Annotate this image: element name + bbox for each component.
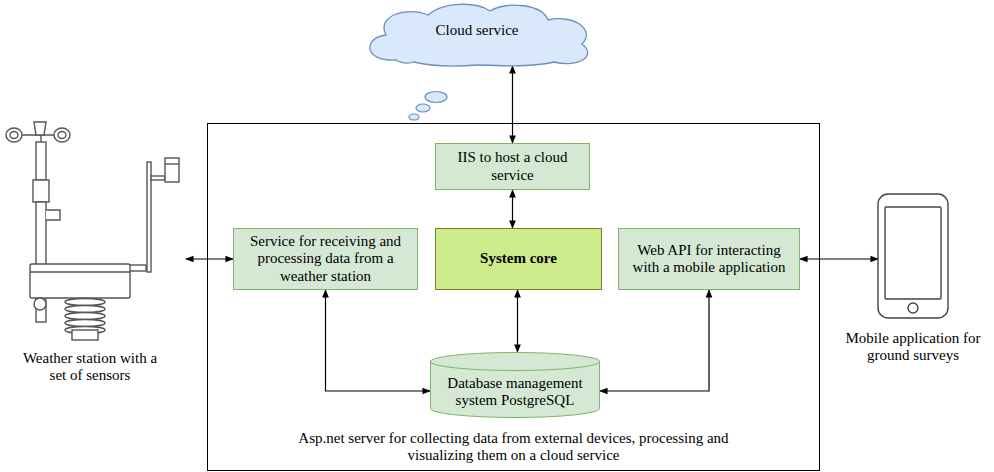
mobile-phone: Mobile application for ground surveys	[852, 190, 974, 370]
cloud-path	[370, 4, 588, 66]
phone-outline	[852, 190, 974, 320]
thought-bubbles	[409, 92, 447, 121]
connector-arrow	[800, 258, 878, 259]
connector-arrow	[512, 66, 513, 143]
station-outline	[0, 92, 186, 342]
connector-arrow	[512, 190, 513, 228]
connector-arrow	[517, 290, 518, 352]
weather-station-figure	[6, 122, 179, 340]
weather-station: Weather station with a set of sensors	[0, 92, 186, 392]
node-label: Database management system PostgreSQL	[440, 375, 590, 410]
process-box: Service for receiving and processing dat…	[233, 228, 418, 290]
node-label: System core	[480, 250, 557, 267]
cylinder-top	[431, 353, 600, 371]
phone-figure	[878, 194, 948, 318]
server-frame: IIS to host a cloud serviceService for r…	[207, 123, 820, 471]
connector-arrow	[326, 290, 431, 391]
database-cylinder: Database management system PostgreSQL	[430, 352, 600, 418]
frame-caption: Asp.net server for collecting data from …	[268, 430, 759, 465]
node-label: Service for receiving and processing dat…	[242, 233, 409, 285]
node-label: Mobile application for ground surveys	[834, 330, 992, 365]
process-box: IIS to host a cloud service	[435, 143, 590, 190]
process-box: Web API for interacting with a mobile ap…	[618, 228, 800, 290]
node-label: Web API for interacting with a mobile ap…	[627, 242, 791, 277]
node-label: IIS to host a cloud service	[444, 149, 581, 184]
core-box: System core	[435, 228, 602, 290]
node-label: Weather station with a set of sensors	[20, 350, 160, 385]
connector-arrow	[186, 258, 233, 259]
connector-arrow	[600, 290, 709, 391]
cloud-node: Cloud service	[356, 2, 598, 66]
node-label: Cloud service	[436, 22, 519, 39]
